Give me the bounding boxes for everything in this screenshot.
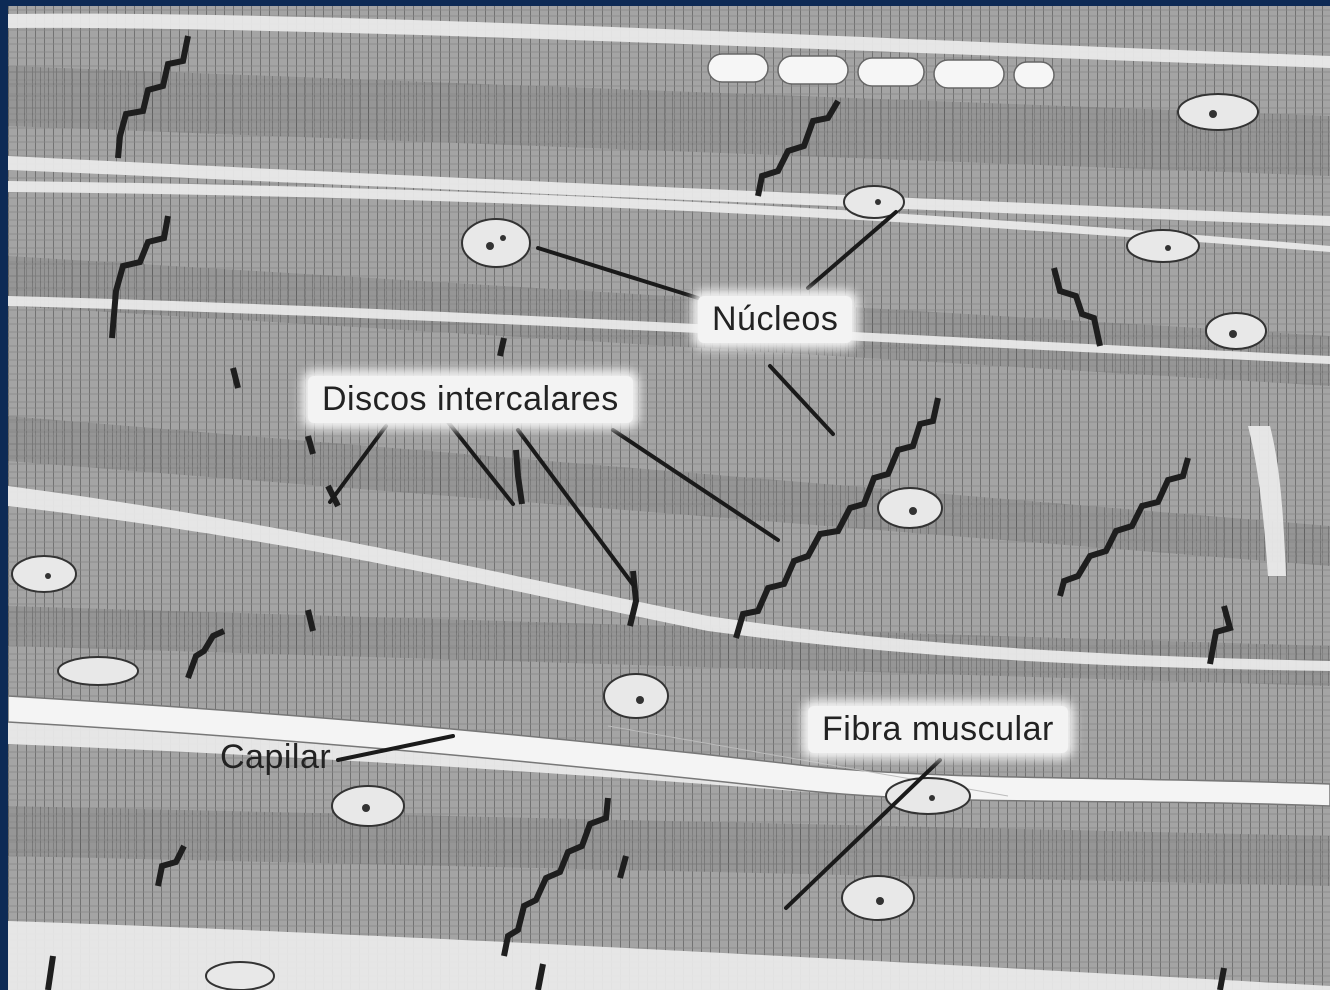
histology-figure: Núcleos Discos intercalares Capilar Fibr… bbox=[8, 6, 1330, 990]
label-nucleos: Núcleos bbox=[698, 296, 852, 343]
label-capilar: Capilar bbox=[206, 734, 345, 781]
label-fibra-muscular: Fibra muscular bbox=[808, 706, 1068, 753]
label-discos-intercalares: Discos intercalares bbox=[308, 376, 633, 423]
cardiac-muscle-illustration bbox=[8, 6, 1330, 990]
